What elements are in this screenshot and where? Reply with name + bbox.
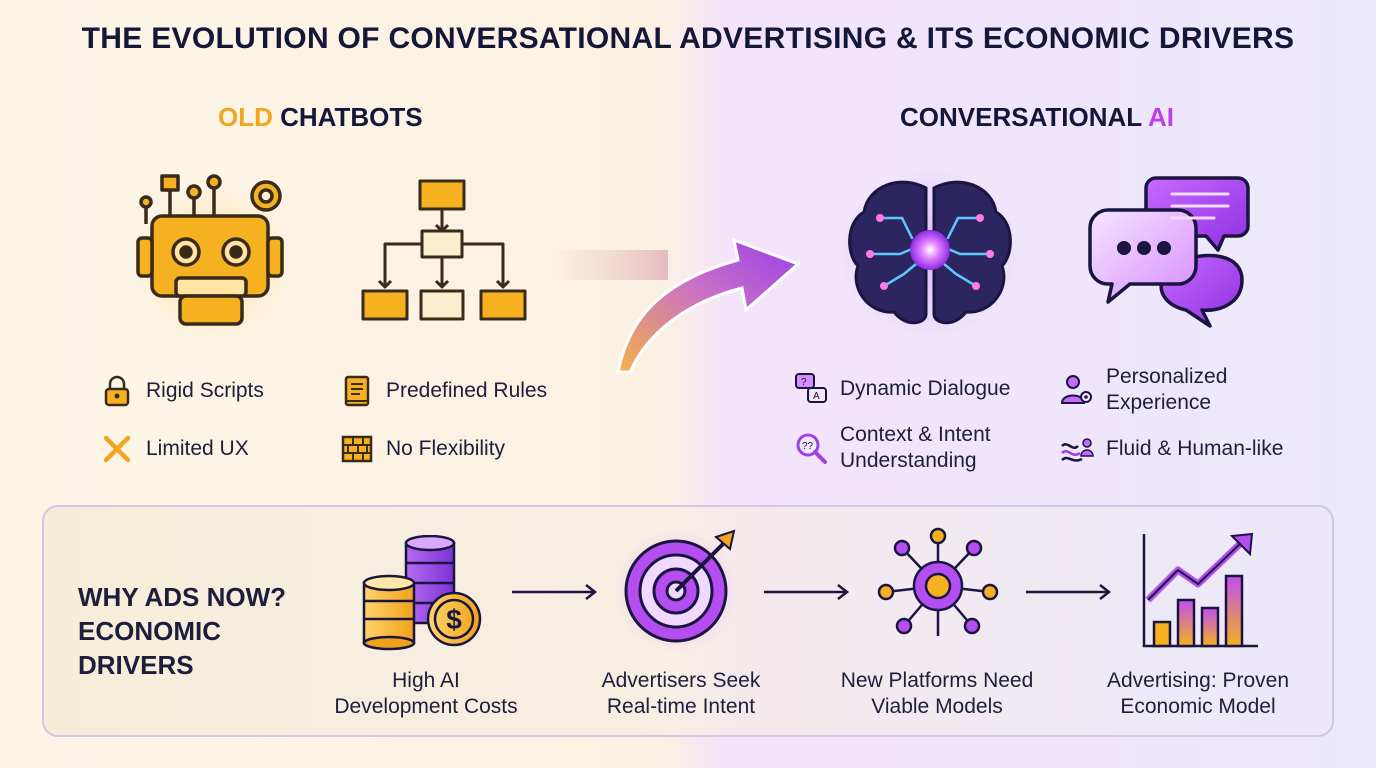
feature-label: Predefined Rules bbox=[386, 379, 548, 402]
coins-icon: $ bbox=[362, 535, 482, 651]
feature-dynamic-dialogue: ?A Dynamic Dialogue bbox=[794, 372, 1010, 406]
svg-text:$: $ bbox=[446, 604, 462, 635]
feature-label: Dynamic Dialogue bbox=[840, 377, 1011, 400]
target-icon bbox=[614, 529, 738, 650]
network-icon bbox=[877, 527, 999, 636]
feature-rigid-scripts: Rigid Scripts bbox=[100, 374, 264, 408]
feature-label: Fluid & Human-like bbox=[1106, 437, 1284, 460]
economic-drivers-heading: WHY ADS NOW? ECONOMIC DRIVERS bbox=[78, 582, 286, 680]
brain-icon bbox=[840, 168, 1020, 338]
user-gear-icon bbox=[1060, 373, 1094, 407]
growth-chart-icon bbox=[1142, 532, 1258, 648]
flow-arrow-icon bbox=[764, 584, 850, 600]
feature-label: Limited UX bbox=[146, 437, 249, 460]
robot-icon bbox=[133, 174, 293, 338]
old-chatbots-heading: OLD CHATBOTS bbox=[218, 102, 423, 132]
conversational-ai-heading: CONVERSATIONAL AI bbox=[900, 102, 1174, 132]
flowchart-icon bbox=[361, 179, 527, 321]
magnifier-icon: ?? bbox=[794, 431, 828, 465]
feature-fluid-human-like: Fluid & Human-like bbox=[1060, 432, 1283, 466]
chat-bubbles-icon bbox=[1088, 176, 1250, 328]
feature-no-flexibility: No Flexibility bbox=[340, 432, 505, 466]
lock-icon bbox=[100, 374, 134, 408]
feature-predefined-rules: Predefined Rules bbox=[340, 374, 547, 408]
transition-arrow-icon bbox=[548, 237, 801, 374]
page-title: THE EVOLUTION OF CONVERSATIONAL ADVERTIS… bbox=[81, 22, 1295, 55]
feature-label: No Flexibility bbox=[386, 437, 506, 460]
wave-user-icon bbox=[1060, 432, 1094, 466]
brick-wall-icon bbox=[340, 432, 374, 466]
feature-label: Rigid Scripts bbox=[146, 379, 264, 402]
flow-arrow-icon bbox=[1026, 584, 1112, 600]
svg-text:A: A bbox=[813, 391, 820, 402]
x-icon bbox=[100, 432, 134, 466]
svg-text:??: ?? bbox=[802, 441, 814, 452]
flow-arrow-icon bbox=[512, 584, 598, 600]
feature-limited-ux: Limited UX bbox=[100, 432, 249, 466]
qa-bubbles-icon: ?A bbox=[794, 372, 828, 406]
svg-text:?: ? bbox=[801, 377, 807, 388]
book-icon bbox=[340, 374, 374, 408]
